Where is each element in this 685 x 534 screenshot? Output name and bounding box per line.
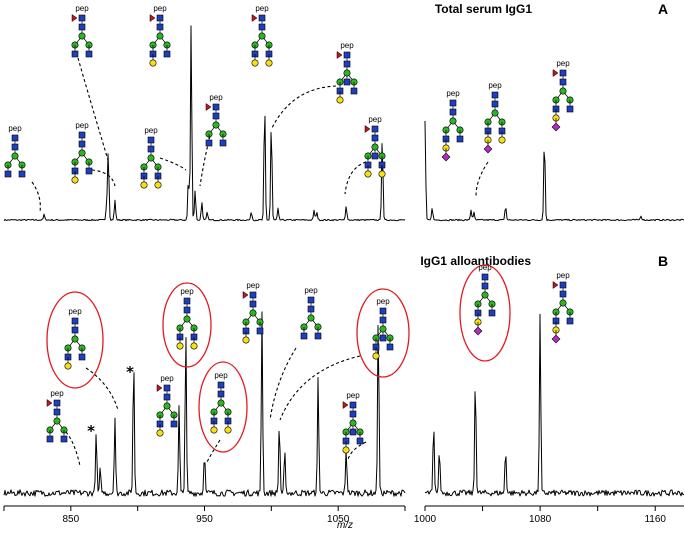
- spectrum-trace-b-right: [424, 313, 685, 497]
- glycan-structure: pep: [71, 121, 93, 184]
- glycan-structure: pep: [441, 89, 464, 162]
- glycan-structures: pep pep pep pep pep pep pep pep pep pep pep pep pep p…: [4, 4, 574, 454]
- glycan-peptide-label: pep: [209, 93, 223, 102]
- glycan-peptide-label: pep: [255, 4, 269, 13]
- highlight-ellipse-1: [46, 291, 104, 389]
- glycan-structure: pep: [71, 4, 93, 58]
- glycan-structure: pep: [46, 389, 68, 443]
- glycan-peptide-label: pep: [75, 4, 89, 13]
- glycan-structure: pep: [205, 93, 227, 147]
- glycan-structure: pep: [64, 307, 86, 370]
- glycan-peptide-label: pep: [488, 81, 502, 90]
- glycan-structure: pep: [551, 271, 574, 344]
- glycan-structure: pep: [242, 281, 264, 344]
- spectrum-trace-b-left: [3, 311, 406, 497]
- highlight-ellipses: [46, 264, 511, 453]
- glycan-peptide-label: pep: [556, 271, 570, 280]
- x-axis-left: 850 950 1050: [3, 505, 406, 525]
- x-axis-left-tick-label: 950: [196, 514, 213, 525]
- glycan-peptide-label: pep: [368, 115, 382, 124]
- glycan-peptide-label: pep: [144, 126, 158, 135]
- spectrum-trace-a-left: [3, 25, 406, 222]
- panel-a-title: Total serum IgG1: [435, 2, 532, 16]
- x-axis-right-tick-label: 1160: [644, 514, 666, 525]
- glycan-structure: pep: [4, 124, 26, 178]
- glycan-structure: pep: [300, 286, 322, 340]
- glycan-peptide-label: pep: [556, 59, 570, 68]
- asterisk-annotation-1: *: [87, 422, 95, 440]
- leader-lines-a: [31, 57, 489, 213]
- glycan-structure: pep: [372, 297, 394, 360]
- glycan-peptide-label: pep: [346, 391, 360, 400]
- glycan-peptide-label: pep: [478, 263, 492, 272]
- glycan-structure: pep: [473, 263, 496, 336]
- glycan-structure: pep: [210, 371, 232, 434]
- glycan-peptide-label: pep: [153, 4, 167, 13]
- x-axis-right-tick-label: 1000: [414, 514, 437, 525]
- x-axis-right: 1000 1080 1160: [414, 505, 684, 525]
- glycan-peptide-label: pep: [75, 121, 89, 130]
- glycan-structure: pep: [551, 59, 574, 132]
- glycan-structure: pep: [149, 4, 171, 67]
- glycan-peptide-label: pep: [160, 374, 174, 383]
- glycan-structure: pep: [336, 41, 358, 104]
- glycan-structure: pep: [176, 287, 198, 350]
- glycan-peptide-label: pep: [180, 287, 194, 296]
- x-axis-left-tick-label: 850: [62, 514, 79, 525]
- glycan-structure: pep: [251, 4, 273, 67]
- glycan-structure: pep: [342, 391, 364, 454]
- glycan-structure: pep: [364, 115, 386, 178]
- glycan-peptide-label: pep: [376, 297, 390, 306]
- glycan-peptide-label: pep: [214, 371, 228, 380]
- x-axis-title: m/z: [337, 520, 353, 531]
- glycan-peptide-label: pep: [50, 389, 64, 398]
- panel-a-letter: A: [658, 1, 668, 17]
- glycan-peptide-label: pep: [68, 307, 82, 316]
- x-axis-left-tick-label: 1050: [327, 514, 350, 525]
- highlight-ellipse-5: [459, 264, 511, 362]
- glycan-peptide-label: pep: [8, 124, 22, 133]
- glycan-peptide-label: pep: [446, 89, 460, 98]
- glycan-structure: pep: [140, 126, 162, 189]
- panel-b-letter: B: [658, 253, 668, 269]
- highlight-ellipse-3: [198, 361, 248, 453]
- glycan-peptide-label: pep: [304, 286, 318, 295]
- spectrum-trace-a-right: [424, 120, 685, 222]
- glycan-peptide-label: pep: [340, 41, 354, 50]
- highlight-ellipse-2: [162, 282, 212, 368]
- glycan-structure: pep: [483, 81, 506, 154]
- highlight-ellipse-4: [356, 288, 410, 378]
- glycan-structure: pep: [156, 374, 178, 437]
- x-axis-right-tick-label: 1080: [529, 514, 552, 525]
- panel-b-title: IgG1 alloantibodies: [420, 254, 531, 268]
- asterisk-annotation-2: *: [126, 363, 134, 381]
- glycan-peptide-label: pep: [246, 281, 260, 290]
